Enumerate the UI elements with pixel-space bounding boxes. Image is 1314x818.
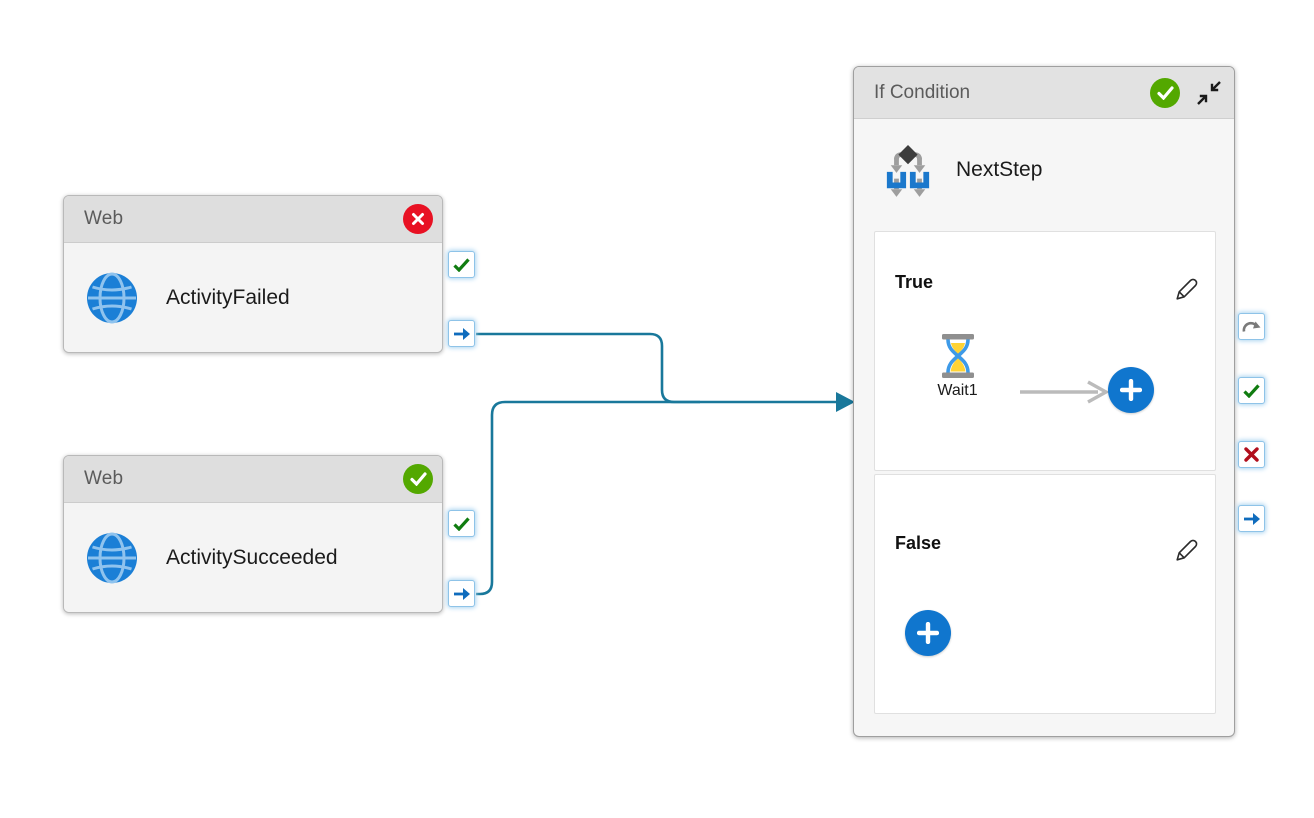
node-body: ActivitySucceeded xyxy=(64,503,442,612)
globe-icon xyxy=(87,272,137,324)
activity-node-wait1[interactable]: Wait1 xyxy=(915,334,1000,400)
activity-node-if-condition[interactable]: If Condition xyxy=(853,66,1235,737)
success-port-web-succeeded[interactable] xyxy=(448,510,475,537)
status-succeeded-icon xyxy=(1150,77,1180,108)
completion-port-if-condition[interactable] xyxy=(1238,505,1265,532)
if-condition-activity: NextStep xyxy=(884,141,1042,199)
blue-arrow-icon xyxy=(453,587,470,600)
blue-arrow-icon xyxy=(453,327,470,340)
success-port-if-condition[interactable] xyxy=(1238,377,1265,404)
success-port-web-failed[interactable] xyxy=(448,251,475,278)
wait-hourglass-icon xyxy=(941,334,974,378)
activity-name: ActivitySucceeded xyxy=(166,546,338,569)
true-branch-card: True Wait1 xyxy=(874,231,1216,471)
if-condition-icon xyxy=(886,145,930,197)
sequence-arrow-icon xyxy=(1020,380,1110,404)
activity-node-web-failed[interactable]: Web ActivityFailed xyxy=(63,195,443,353)
add-activity-true-button[interactable] xyxy=(1108,367,1154,413)
add-activity-false-button[interactable] xyxy=(905,610,951,656)
completion-port-web-failed[interactable] xyxy=(448,320,475,347)
activity-name: ActivityFailed xyxy=(166,286,290,309)
green-check-icon xyxy=(1243,383,1260,398)
status-succeeded-icon xyxy=(403,464,433,494)
node-header: Web xyxy=(64,456,442,503)
true-branch-label: True xyxy=(895,272,934,292)
activity-type-label: Web xyxy=(84,208,124,229)
blue-arrow-icon xyxy=(1243,512,1260,525)
skip-redo-icon xyxy=(1242,321,1261,332)
red-cross-icon xyxy=(1244,447,1259,462)
node-body: ActivityFailed xyxy=(64,243,442,352)
activity-type-label: If Condition xyxy=(874,81,971,103)
status-failed-icon xyxy=(403,204,433,234)
completion-port-web-succeeded[interactable] xyxy=(448,580,475,607)
green-check-icon xyxy=(453,257,470,272)
skip-port-if-condition[interactable] xyxy=(1238,313,1265,340)
green-check-icon xyxy=(453,516,470,531)
activity-type-label: Web xyxy=(84,468,124,489)
node-header: Web xyxy=(64,196,442,243)
edit-false-branch-pencil-icon[interactable] xyxy=(1171,535,1201,565)
activity-name: Wait1 xyxy=(937,382,978,399)
edge-activityfailed-to-ifcondition[interactable] xyxy=(476,332,838,404)
false-branch-label: False xyxy=(895,533,942,553)
edit-true-branch-pencil-icon[interactable] xyxy=(1171,274,1201,304)
false-branch-card: False xyxy=(874,474,1216,714)
plus-icon xyxy=(917,622,939,644)
failure-port-if-condition[interactable] xyxy=(1238,441,1265,468)
activity-node-web-succeeded[interactable]: Web ActivitySucceeded xyxy=(63,455,443,613)
activity-name: NextStep xyxy=(956,158,1043,181)
collapse-icon[interactable] xyxy=(1194,78,1224,108)
node-header: If Condition xyxy=(854,67,1234,119)
globe-icon xyxy=(87,532,137,584)
plus-icon xyxy=(1120,379,1142,401)
edge-activitysucceeded-to-ifcondition[interactable] xyxy=(476,400,700,596)
